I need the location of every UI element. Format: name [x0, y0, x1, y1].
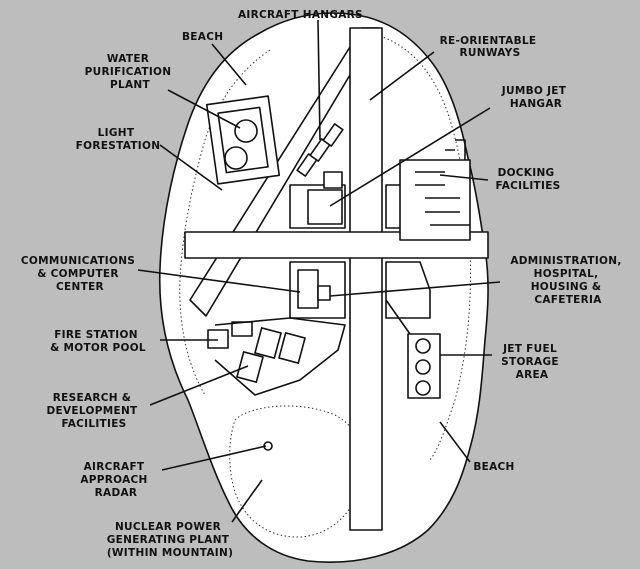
label-nuclear-power: NUCLEAR POWER GENERATING PLANT (WITHIN M…: [107, 521, 234, 559]
label-docking-facilities: DOCKING FACILITIES: [495, 167, 560, 192]
label-fire-station: FIRE STATION & MOTOR POOL: [50, 329, 146, 354]
label-approach-radar: AIRCRAFT APPROACH RADAR: [80, 461, 151, 499]
water-purification-plant: [205, 95, 281, 185]
label-aircraft-hangars: AIRCRAFT HANGARS: [238, 9, 363, 21]
block-south-east: [385, 261, 431, 319]
label-light-forestation: LIGHT FORESTATION: [76, 127, 161, 152]
leader-lines: [137, 19, 501, 523]
label-jet-fuel: JET FUEL STORAGE AREA: [501, 343, 563, 381]
vertical-runway: [349, 27, 383, 531]
label-water-purification: WATER PURIFICATION PLANT: [85, 53, 176, 91]
label-administration: ADMINISTRATION, HOSPITAL, HOUSING & CAFE…: [510, 255, 625, 306]
block-south-west: [289, 261, 346, 319]
jumbo-jet-hangar: [307, 189, 343, 225]
label-beach-top: BEACH: [182, 31, 223, 43]
vegetation-boundary: [179, 49, 271, 396]
label-beach-bottom: BEACH: [473, 461, 514, 473]
docking-facilities: [399, 139, 471, 241]
label-reorientable-runways: RE-ORIENTABLE RUNWAYS: [440, 35, 541, 59]
label-jumbo-jet-hangar: JUMBO JET HANGAR: [501, 85, 570, 110]
aircraft-hangars: [296, 123, 344, 189]
jet-fuel-storage: [385, 299, 441, 399]
label-research: RESEARCH & DEVELOPMENT FACILITIES: [47, 392, 142, 430]
label-communications: COMMUNICATIONS & COMPUTER CENTER: [21, 255, 139, 293]
research-buildings: [214, 317, 346, 396]
communications-building: [297, 269, 331, 309]
fire-station: [207, 329, 229, 349]
